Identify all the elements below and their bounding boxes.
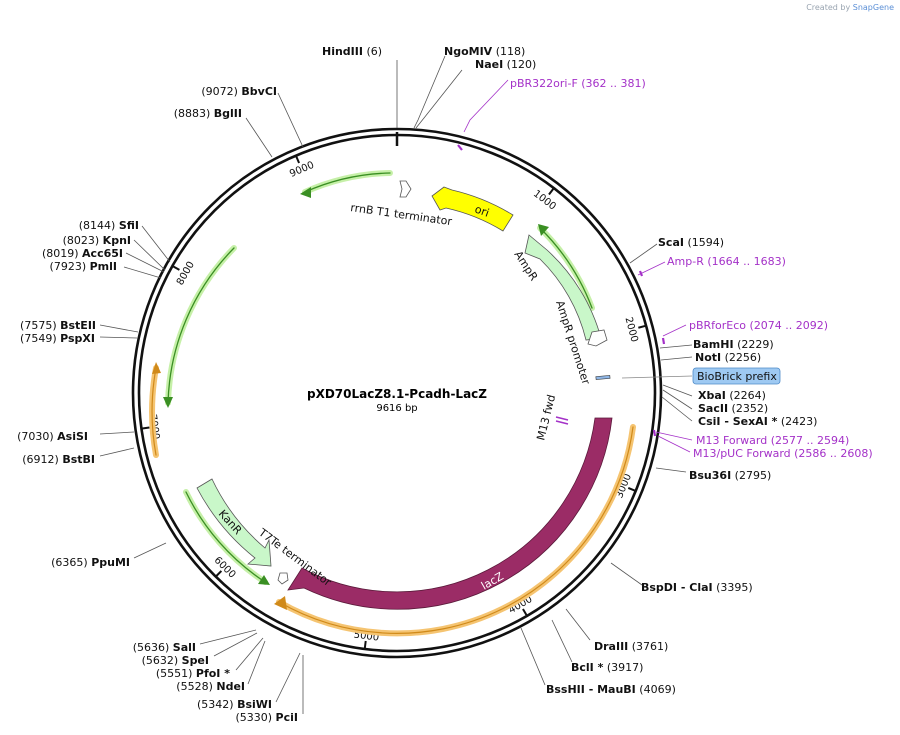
scale-tick	[141, 426, 150, 430]
top-orf-arc	[302, 170, 393, 195]
snapgene-logo-text: SnapGene	[852, 3, 894, 12]
t7te-terminator-feature	[277, 572, 289, 585]
site-leader-lines	[99, 55, 693, 714]
m13-fwd-mark-2	[555, 420, 569, 425]
restriction-site-label: ScaI (1594)	[658, 236, 724, 249]
site-labels: HindIII (6) NgoMIV (118)NaeI (120) ScaI (1…	[17, 45, 817, 724]
credit-prefix: Created by	[806, 3, 851, 12]
biobrick-mark	[595, 375, 611, 380]
restriction-site-label: Bsu36I (2795)	[689, 469, 771, 482]
restriction-site-label: DraIII (3761)	[594, 640, 668, 653]
primer-label: pBRforEco (2074 .. 2092)	[689, 319, 828, 332]
backbone-outer-ring	[131, 127, 663, 659]
restriction-site-label: (8023) KpnI	[63, 234, 131, 247]
lacz-feature	[287, 417, 613, 610]
scale-tick	[171, 265, 180, 271]
restriction-site-label: (8883) BglII	[174, 107, 242, 120]
restriction-site-label: BamHI (2229)	[693, 338, 774, 351]
m13-fwd-label: M13 fwd	[534, 393, 558, 441]
scale-tick	[638, 324, 647, 329]
restriction-site-label: NgoMIV (118)	[444, 45, 525, 58]
restriction-site-label: BssHII - MauBI (4069)	[546, 683, 676, 696]
snapgene-credit: Created by SnapGene	[806, 3, 894, 12]
restriction-site-label: (5551) PfoI *	[156, 667, 230, 680]
primer-label: Amp-R (1664 .. 1683)	[667, 255, 786, 268]
scale-tick	[215, 570, 223, 578]
kanr-orf-arrowhead	[258, 575, 270, 585]
restriction-site-label: (5528) NdeI	[176, 680, 245, 693]
restriction-site-label: HindIII (6)	[322, 45, 382, 58]
m13-fwd-mark-1	[555, 416, 569, 421]
restriction-site-label: (5330) PciI	[235, 711, 298, 724]
restriction-site-label: (5632) SpeI	[142, 654, 209, 667]
top-orf-arrowhead	[300, 187, 311, 198]
left-green-arc	[165, 245, 237, 406]
restriction-site-label: (7923) PmlI	[50, 260, 117, 273]
restriction-site-label: (7575) BstEII	[20, 319, 96, 332]
restriction-site-label: XbaI (2264)	[698, 389, 766, 402]
primer-label: M13 Forward (2577 .. 2594)	[696, 434, 849, 447]
plasmid-name: pXD70LacZ8.1-Pcadh-LacZ	[307, 387, 487, 401]
restriction-site-label: (5342) BsiWI	[197, 698, 272, 711]
scale-tick	[363, 640, 367, 650]
scale-tick-label: 2000	[622, 316, 639, 343]
primer-label: pBR322ori-F (362 .. 381)	[510, 77, 646, 90]
restriction-site-label: (9072) BbvCI	[201, 85, 277, 98]
restriction-site-label: CsiI - SexAI * (2423)	[698, 415, 817, 428]
ori-feature	[431, 186, 514, 232]
biobrick-box	[692, 367, 781, 385]
orf-arcs	[149, 365, 636, 637]
scale-tick-label: 1000	[531, 188, 558, 212]
restriction-site-label: (8019) Acc65I	[42, 247, 123, 260]
restriction-site-label: NotI (2256)	[695, 351, 761, 364]
plasmid-size: 9616 bp	[376, 403, 417, 414]
ampr-orf-arrowhead	[538, 224, 549, 236]
restriction-site-label: BspDI - ClaI (3395)	[641, 581, 753, 594]
primer-label: M13/pUC Forward (2586 .. 2608)	[693, 447, 873, 460]
restriction-site-label: SacII (2352)	[698, 402, 768, 415]
left-green-arrowhead	[163, 397, 173, 408]
restriction-site-label: (7549) PspXI	[20, 332, 95, 345]
restriction-site-label: (6365) PpuMI	[51, 556, 130, 569]
scale-tick-label: 9000	[288, 160, 316, 180]
scale-tick	[522, 608, 528, 617]
ori-label: ori	[473, 203, 491, 220]
restriction-site-label: NaeI (120)	[475, 58, 536, 71]
scale-tick	[548, 187, 555, 196]
primer-marks	[457, 144, 666, 437]
restriction-site-label: (7030) AsiSI	[17, 430, 88, 443]
scale-tick	[295, 155, 300, 164]
primer-leader-lines	[463, 79, 693, 453]
restriction-site-label: (6912) BstBI	[22, 453, 95, 466]
restriction-site-label: (5636) SalI	[133, 641, 196, 654]
restriction-site-label: (8144) SfiI	[79, 219, 139, 232]
left-orf-arrowhead	[152, 362, 161, 374]
scale-tick	[627, 486, 637, 492]
green-orf-arcs	[165, 170, 595, 585]
restriction-site-label: BclI * (3917)	[571, 661, 643, 674]
ampr-promoter-feature	[587, 329, 608, 347]
rrnb-terminator-feature	[399, 180, 412, 198]
primer-labels: pBR322ori-F (362 .. 381) Amp-R (1664 .. 1…	[510, 77, 873, 460]
lacz-orf-arc	[276, 424, 636, 637]
lacz-orf-arrowhead	[274, 596, 287, 610]
biobrick-label: BioBrick prefix	[697, 370, 777, 383]
kanr-feature	[196, 478, 272, 567]
scale-tick-label: 8000	[175, 260, 197, 288]
